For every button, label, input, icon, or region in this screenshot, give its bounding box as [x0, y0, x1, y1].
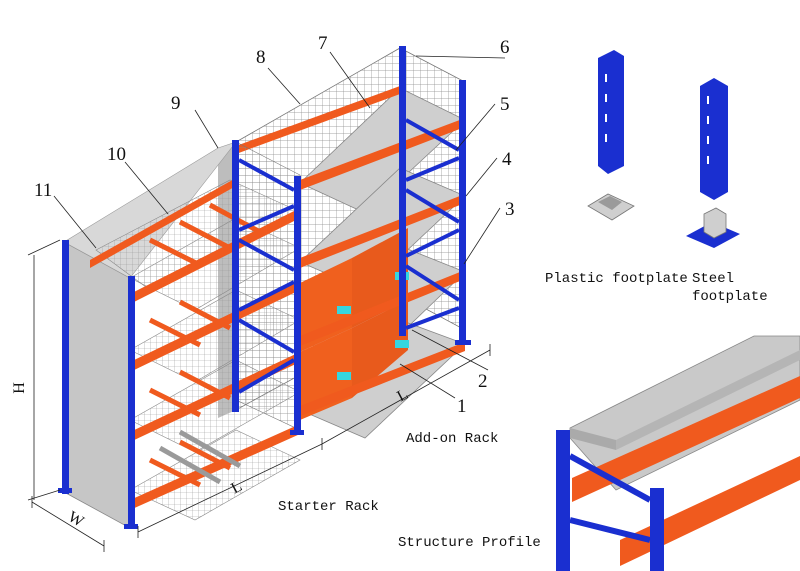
- front-beam: [130, 352, 300, 442]
- footplate: [290, 430, 304, 435]
- callout-5: 5: [500, 94, 510, 115]
- callout-10: 10: [107, 144, 126, 165]
- divider-clip: [337, 306, 351, 314]
- dimension-height-label: H: [10, 382, 28, 394]
- rear-beam: [90, 178, 236, 268]
- front-beam: [130, 424, 300, 510]
- leader-lines: [53, 51, 506, 399]
- callout-1: 1: [457, 396, 467, 417]
- dimension-lines: [27, 239, 491, 552]
- caption-structure-profile: Structure Profile: [398, 535, 541, 551]
- callout-11: 11: [34, 180, 53, 201]
- caption-starter-rack: Starter Rack: [278, 499, 379, 515]
- front-beam: [300, 118, 465, 190]
- callout-7: 7: [318, 33, 328, 54]
- callout-9: 9: [171, 93, 181, 114]
- divider-panel: [352, 300, 408, 398]
- upright-bracing: [237, 158, 296, 394]
- front-beam: [300, 194, 465, 268]
- footplate: [455, 340, 471, 345]
- callout-8: 8: [256, 47, 266, 68]
- divider-clip: [395, 340, 409, 348]
- caption-steel-footplate-line1: Steel: [692, 271, 735, 287]
- structure-profile-detail: [556, 335, 800, 571]
- callout-6: 6: [500, 37, 510, 58]
- upright-bracing: [404, 118, 461, 330]
- divider-clip: [337, 372, 351, 380]
- upright-post: [294, 176, 301, 434]
- steel-footplate-detail: [686, 78, 740, 248]
- front-beam: [300, 270, 465, 346]
- starter-rack-drawing: [58, 140, 304, 529]
- upright-post: [128, 276, 135, 528]
- plastic-footplate-detail: [587, 50, 635, 221]
- upright-post: [399, 46, 406, 336]
- front-beam: [130, 280, 300, 372]
- footplate: [58, 488, 72, 493]
- shelf-bar: [158, 429, 242, 485]
- front-beam: [300, 342, 465, 416]
- callout-4: 4: [502, 149, 512, 170]
- caption-plastic-footplate: Plastic footplate: [545, 271, 688, 287]
- upright-post: [459, 80, 466, 342]
- upright-post: [62, 240, 69, 494]
- callout-2: 2: [478, 371, 488, 392]
- left-side-panel: [63, 241, 131, 529]
- footplate: [124, 524, 138, 529]
- caption-add-on-rack: Add-on Rack: [406, 431, 499, 447]
- upright-post: [232, 140, 239, 412]
- callout-3: 3: [505, 199, 515, 220]
- back-beam: [236, 86, 400, 154]
- caption-steel-footplate-line2: footplate: [692, 289, 768, 305]
